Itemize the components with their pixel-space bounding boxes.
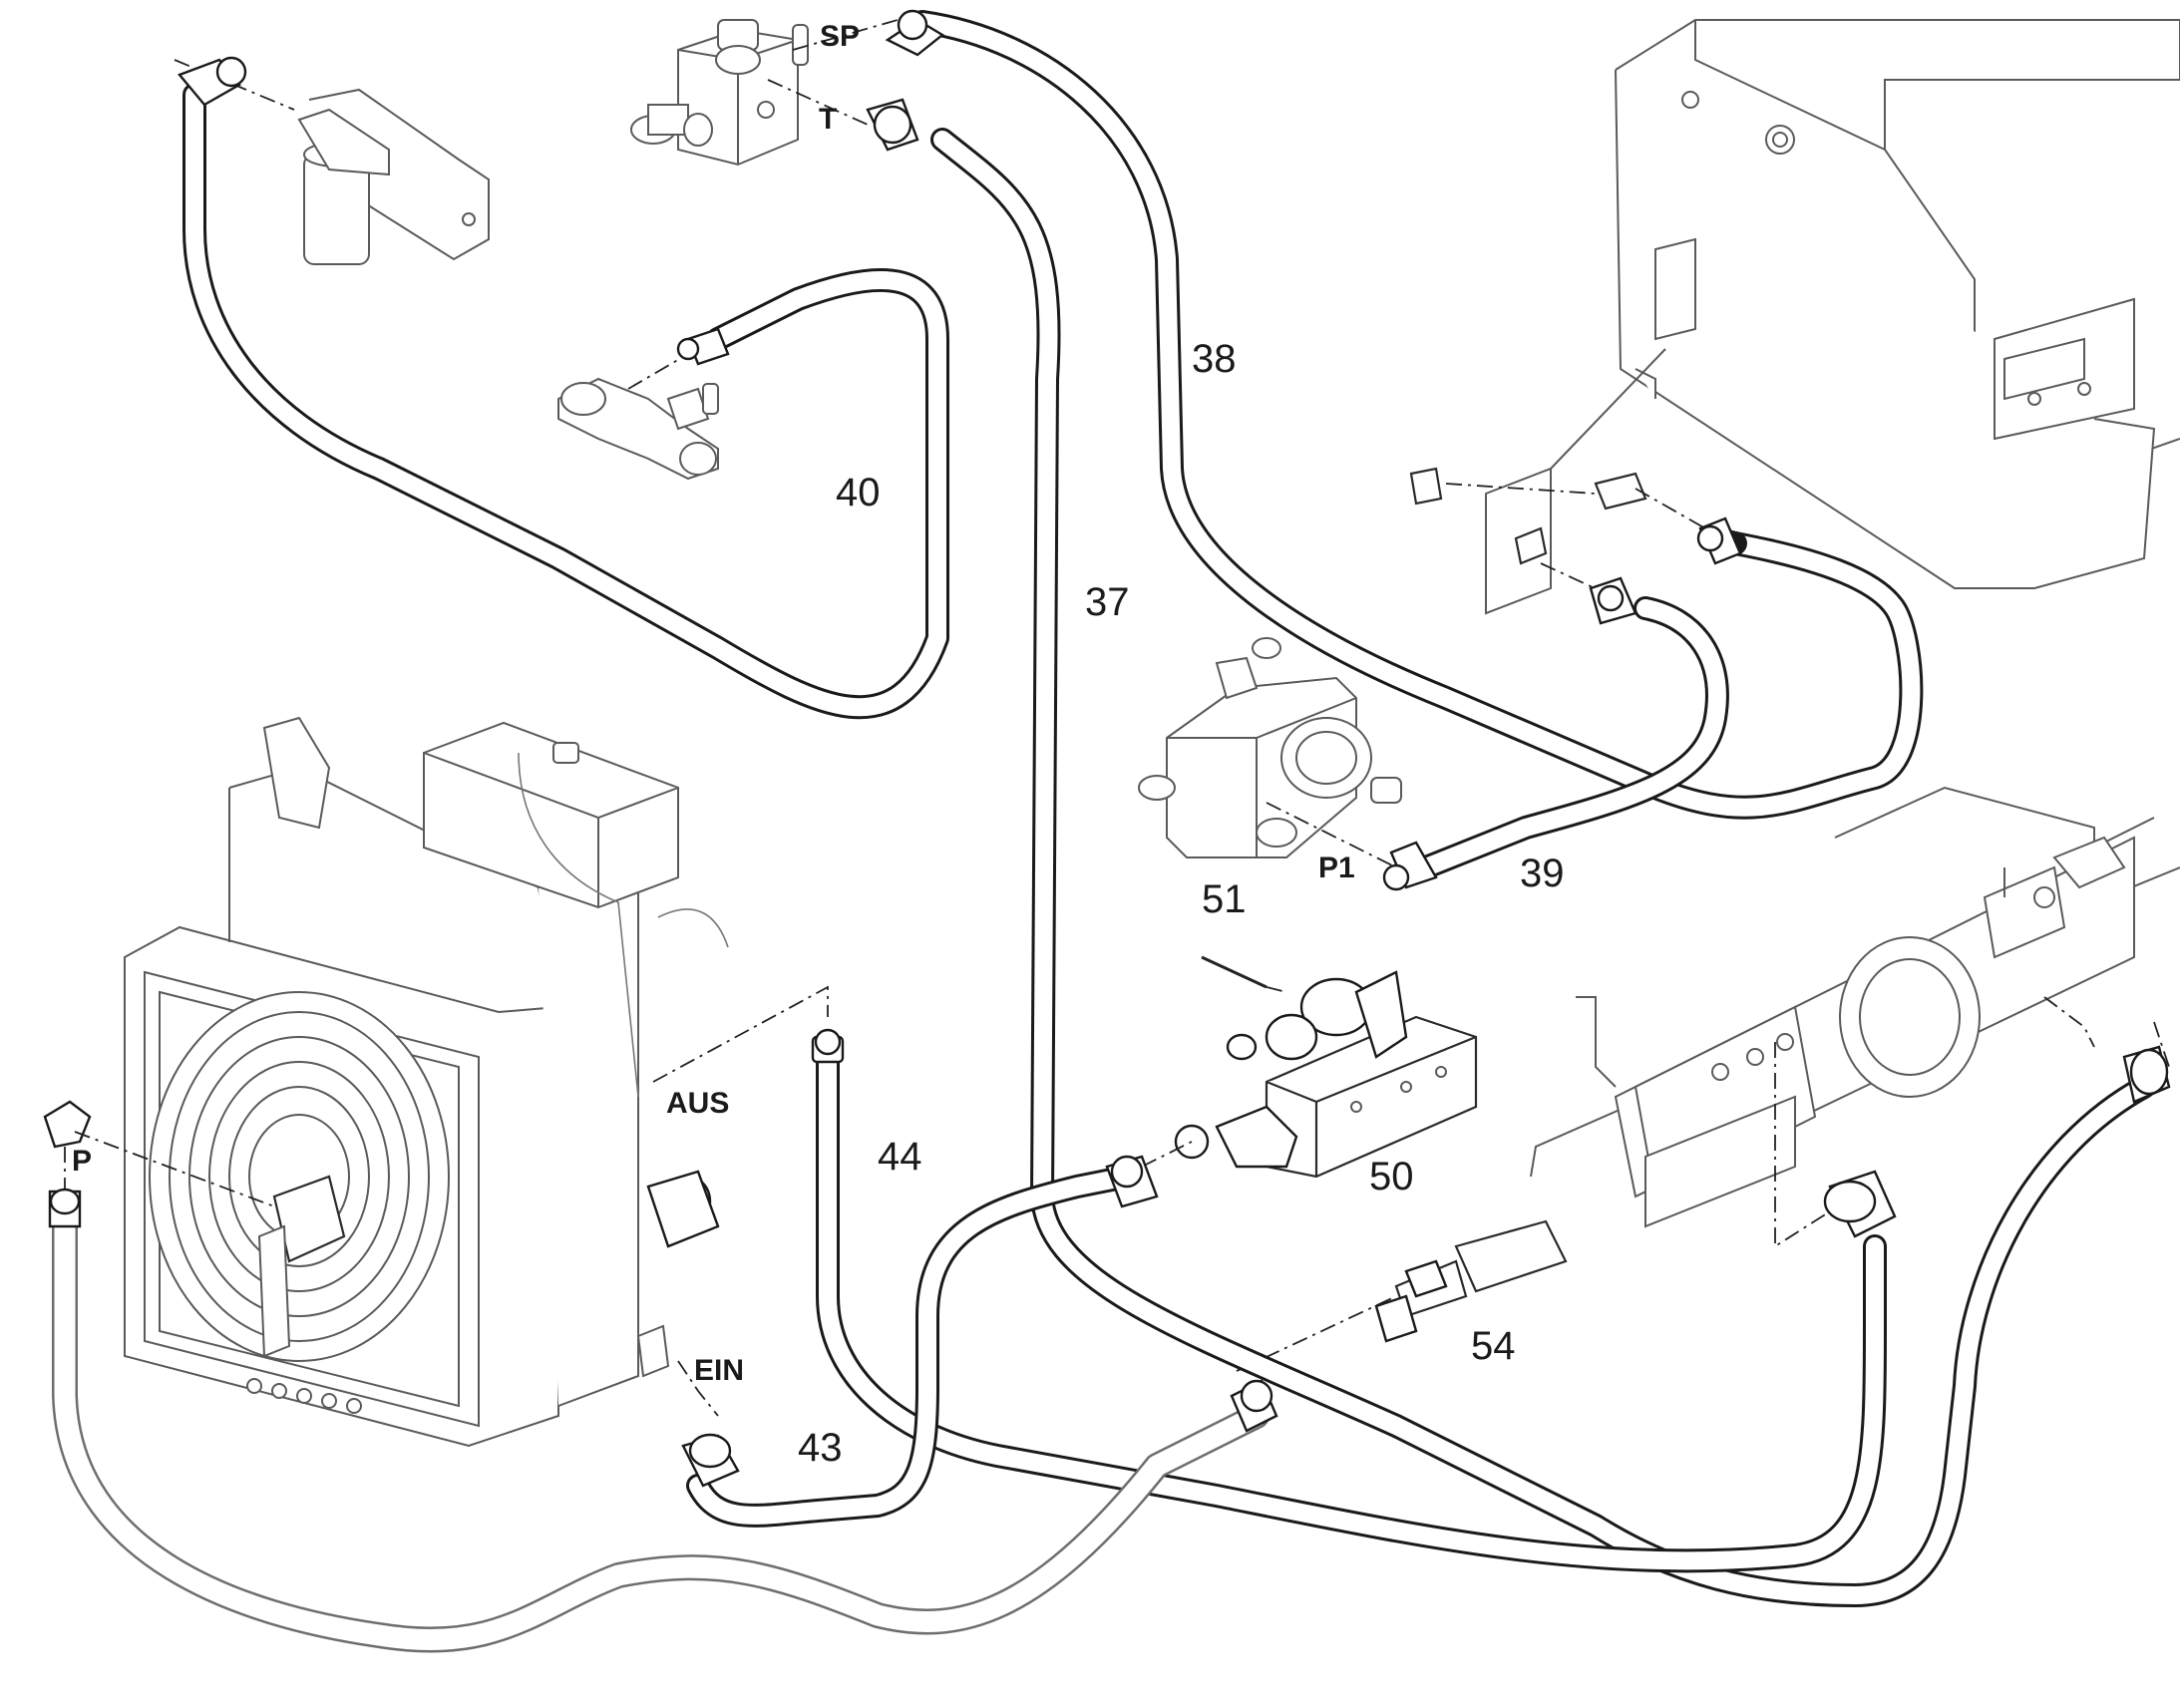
shutoff-valve	[557, 377, 719, 481]
pump-housing-bottom-right	[1530, 786, 2180, 1228]
callout-54: 54	[1471, 1324, 1516, 1368]
connection-lines	[64, 19, 2170, 1417]
port-label-ein: EIN	[694, 1354, 745, 1387]
callout-50: 50	[1369, 1155, 1414, 1198]
inline-check-valve-54	[1374, 1219, 1568, 1343]
port-label-p: P	[72, 1145, 93, 1178]
callout-44: 44	[878, 1135, 922, 1179]
hose-44	[816, 1045, 1887, 1573]
frame-housing-top-right	[1615, 19, 2180, 589]
hose-port-p	[52, 1203, 1270, 1653]
hose-40-long	[182, 83, 949, 720]
callout-40: 40	[836, 471, 881, 514]
callout-39: 39	[1520, 852, 1565, 895]
callout-51: 51	[1202, 877, 1247, 921]
hose-43	[686, 1165, 1139, 1528]
hose-39	[1414, 596, 1729, 879]
hose-38	[910, 10, 1924, 820]
hose-end-fittings	[48, 9, 2171, 1488]
callout-37: 37	[1085, 580, 1130, 624]
filter-housing	[297, 88, 490, 265]
valve-block-51	[1138, 637, 1402, 858]
manifold-block-top	[630, 19, 809, 167]
port-label-aus: AUS	[666, 1087, 730, 1120]
callout-43: 43	[798, 1426, 843, 1470]
valve-block-50	[1174, 955, 1478, 1179]
port-label-sp: SP	[820, 20, 861, 53]
adapter-plate	[1409, 348, 1666, 615]
fitting-port-p	[43, 1100, 92, 1149]
port-label-p1: P1	[1318, 852, 1355, 884]
callout-38: 38	[1192, 337, 1237, 381]
port-label-t: T	[819, 103, 838, 136]
oil-cooler-with-fan	[124, 716, 729, 1448]
